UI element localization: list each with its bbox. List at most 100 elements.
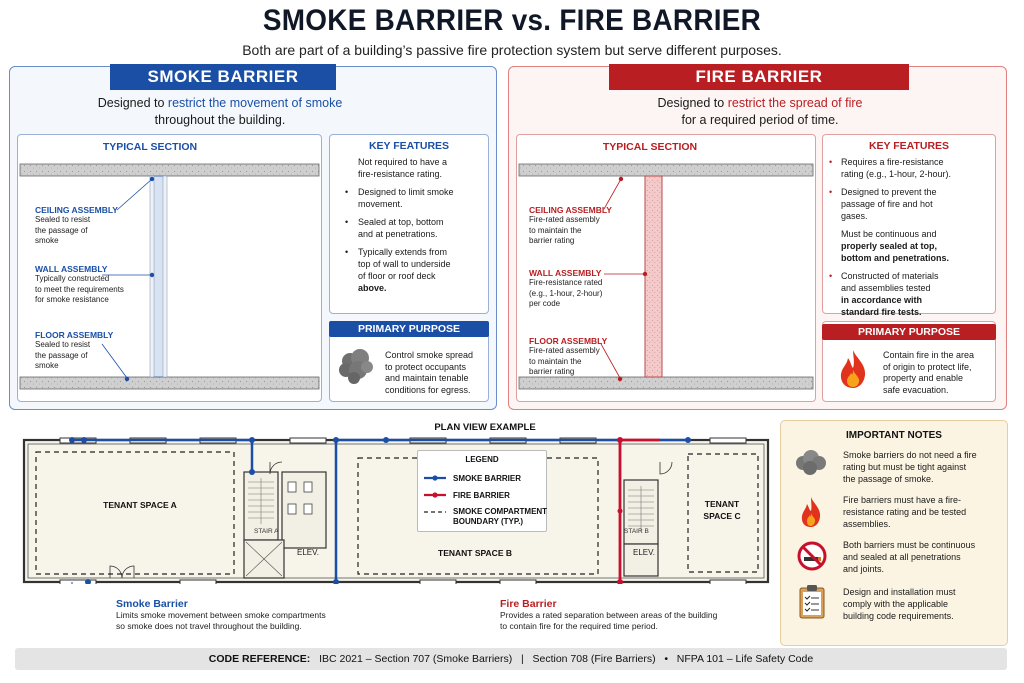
- fire-feature-1b: rating (e.g., 1-hour, 2-hour).: [841, 169, 952, 179]
- smoke-floor-slab: [19, 376, 320, 390]
- smoke-description: Designed to restrict the movement of smo…: [60, 95, 380, 129]
- fire-purpose-line1: Contain fire in the area: [883, 350, 975, 360]
- note-2a: Fire barriers must have a fire-: [843, 495, 962, 505]
- note-2b: resistance rating and be tested: [843, 507, 967, 517]
- smoke-feature-3a: Sealed at top, bottom: [358, 217, 444, 227]
- compartment-c: [687, 453, 759, 573]
- smoke-feature-2a: Designed to limit smoke: [358, 187, 454, 197]
- note-3a: Both barriers must be continuous: [843, 540, 976, 550]
- fire-barrier-banner: FIRE BARRIER: [609, 64, 909, 90]
- smoke-purpose-line2: to protect occupants: [385, 361, 467, 372]
- note-4b: comply with the applicable: [843, 599, 949, 609]
- smoke-purpose-line4: conditions for egress.: [385, 384, 471, 395]
- smoke-purpose-line3: and maintain tenable: [385, 373, 469, 383]
- smoke-purpose-title: PRIMARY PURPOSE: [329, 321, 489, 337]
- plan-legend: [417, 450, 547, 532]
- plan-view-title: PLAN VIEW EXAMPLE: [434, 422, 536, 433]
- fire-section-drawing: [518, 163, 814, 390]
- fire-description: Designed to restrict the spread of fire …: [600, 95, 920, 129]
- fire-wall-line1: Fire-resistance rated: [529, 278, 603, 287]
- smoke-ceiling-line2: the passage of: [35, 225, 88, 235]
- smoke-feature-3b: and at penetrations.: [358, 229, 438, 239]
- fire-purpose-line4: safe evacuation.: [883, 384, 949, 395]
- smoke-wall-line1: Typically constructed: [35, 274, 110, 283]
- page-subtitle: Both are part of a building’s passive fi…: [242, 42, 782, 58]
- tenant-c-line1: TENANT: [704, 499, 740, 509]
- smoke-feature-4b: top of wall to underside: [358, 259, 451, 269]
- smoke-feature-4a: Typically extends from: [358, 247, 448, 257]
- fire-feature-3a: Must be continuous and: [841, 229, 937, 239]
- fire-purpose-title: PRIMARY PURPOSE: [822, 324, 996, 340]
- note-2c: assemblies.: [843, 519, 891, 529]
- note-4c: building code requirements.: [843, 611, 954, 621]
- fire-purpose-text: Contain fire in the area of origin to pr…: [883, 350, 995, 396]
- smoke-floor-callout: FLOOR ASSEMBLY Sealed to resist the pass…: [35, 330, 125, 372]
- tenant-space-c-label: TENANT SPACE C: [692, 498, 752, 522]
- floor-plan: [22, 437, 770, 584]
- fire-features-title: KEY FEATURES: [868, 140, 950, 152]
- legend-compartment-2: BOUNDARY (TYP.): [453, 517, 524, 526]
- smoke-wall-callout: WALL ASSEMBLY Typically constructed to m…: [35, 264, 145, 306]
- smoke-purpose-line1: Control smoke spread: [385, 350, 474, 360]
- fire-floor-line1: Fire-rated assembly: [529, 346, 600, 355]
- smoke-floor-line2: the passage of: [35, 350, 88, 360]
- compartment-a: [35, 451, 235, 575]
- fire-feature-4c: in accordance with: [841, 295, 923, 305]
- tenant-space-a-label: TENANT SPACE A: [103, 500, 177, 510]
- smoke-cloud-icon: [796, 450, 826, 475]
- note-2: Fire barriers must have a fire- resistan…: [843, 494, 1003, 530]
- note-1: Smoke barriers do not need a fire rating…: [843, 449, 1003, 485]
- smoke-features-title: KEY FEATURES: [368, 140, 450, 152]
- note-4a: Design and installation must: [843, 587, 956, 597]
- fire-desc-post: for a required period of time.: [681, 113, 839, 127]
- smoke-features-card: [329, 134, 489, 314]
- fire-floor-slab: [518, 376, 814, 390]
- stair-b-label: STAIR B: [624, 528, 649, 535]
- elevator-b: [623, 543, 659, 577]
- smoke-desc-pre: Designed to: [97, 96, 168, 110]
- fire-ceiling-title: CEILING ASSEMBLY: [529, 205, 612, 215]
- fire-desc-highlight: restrict the spread of fire: [727, 96, 863, 110]
- legend-swatches: [424, 475, 446, 513]
- fire-wall: [644, 175, 663, 378]
- smoke-floor-line1: Sealed to resist: [35, 340, 91, 349]
- fire-ceiling-callout: CEILING ASSEMBLY Fire-rated assembly to …: [529, 205, 619, 247]
- elev-b-label: ELEV.: [633, 548, 655, 557]
- smoke-callout-line1: Limits smoke movement between smoke comp…: [116, 610, 326, 620]
- flame-icon: [840, 350, 866, 388]
- notes-title: IMPORTANT NOTES: [846, 430, 942, 441]
- smoke-barrier-banner: SMOKE BARRIER: [110, 64, 336, 90]
- fire-feature-3b: properly sealed at top,: [841, 241, 938, 251]
- smoke-feature-4d: above.: [358, 283, 387, 293]
- fire-feature-2c: gases.: [841, 211, 868, 221]
- smoke-wall-line3: for smoke resistance: [35, 295, 109, 304]
- fire-wall-line2: (e.g., 1-hour, 2-hour): [529, 288, 603, 298]
- smoke-desc-highlight: restrict the movement of smoke: [167, 96, 343, 110]
- fire-desc-pre: Designed to: [657, 96, 728, 110]
- fire-ceiling-line1: Fire-rated assembly: [529, 215, 600, 224]
- fire-purpose-line3: property and enable: [883, 373, 964, 383]
- code-reference-label: CODE REFERENCE:: [208, 653, 311, 665]
- smoke-desc-post: throughout the building.: [154, 113, 286, 127]
- fire-purpose-line2: of origin to protect life,: [883, 361, 972, 372]
- fire-ceiling-line2: to maintain the: [529, 225, 582, 235]
- legend-fire-barrier: FIRE BARRIER: [453, 491, 510, 500]
- fire-feature-2a: Designed to prevent the: [841, 187, 937, 197]
- stair-a-label: STAIR A: [254, 528, 279, 535]
- smoke-purpose-text: Control smoke spread to protect occupant…: [385, 350, 485, 396]
- code-reference-bar: CODE REFERENCE: IBC 2021 – Section 707 (…: [15, 648, 1007, 670]
- note-3: Both barriers must be continuous and sea…: [843, 539, 1003, 575]
- note-4: Design and installation must comply with…: [843, 586, 1003, 622]
- legend-smoke-barrier: SMOKE BARRIER: [453, 474, 522, 483]
- smoke-wall-line2: to meet the requirements: [35, 284, 124, 294]
- fire-feature-3c: bottom and penetrations.: [841, 253, 949, 263]
- note-1a: Smoke barriers do not need a fire: [843, 450, 977, 460]
- fire-feature-2b: passage of fire and hot: [841, 199, 933, 209]
- smoke-ceiling-slab: [19, 163, 320, 177]
- clipboard-checklist-icon: [799, 585, 825, 619]
